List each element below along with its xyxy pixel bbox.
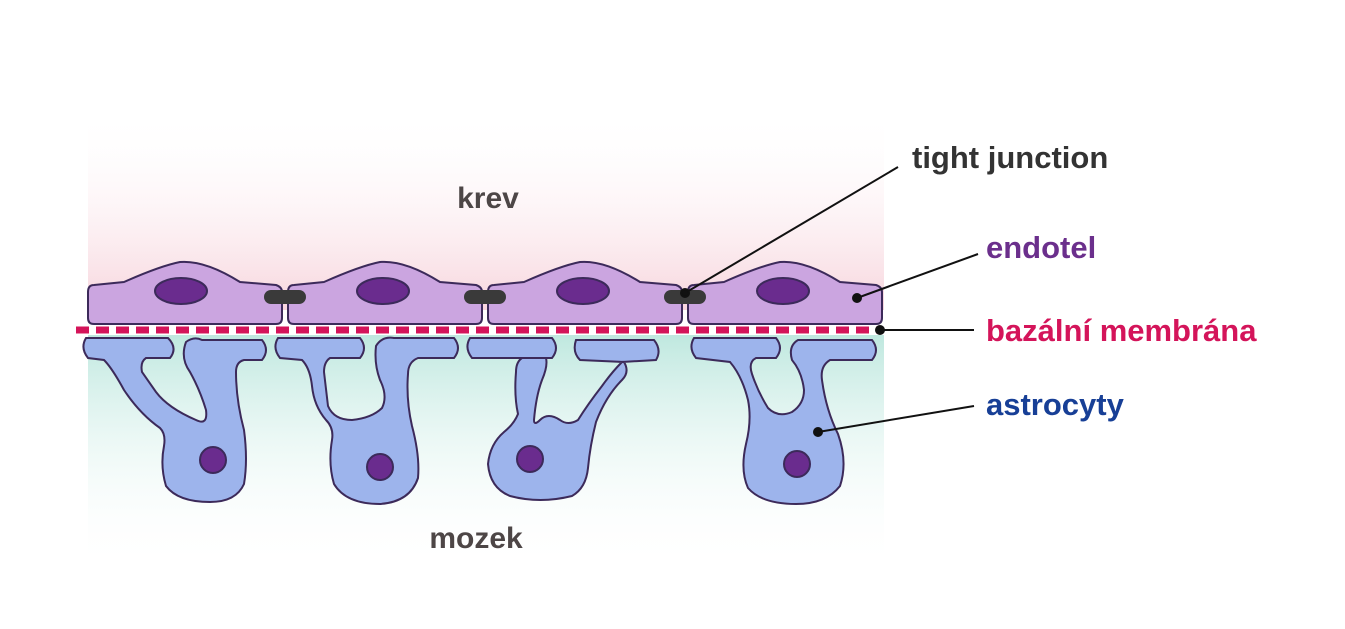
endothelial-nucleus bbox=[556, 277, 610, 305]
endotel-leader-dot bbox=[852, 293, 862, 303]
membrane-leader-dot bbox=[875, 325, 885, 335]
astrocyte-leader bbox=[817, 405, 975, 433]
tight-junction-leader-dot bbox=[680, 288, 690, 298]
endotel-label: endotel bbox=[986, 230, 1096, 265]
brain-label: mozek bbox=[429, 522, 523, 555]
endothelial-nucleus bbox=[154, 277, 208, 305]
endothelial-nucleus bbox=[756, 277, 810, 305]
astrocytes-label: astrocyty bbox=[986, 387, 1125, 422]
blood-label: krev bbox=[457, 182, 519, 215]
astrocyte-nucleus bbox=[199, 446, 227, 474]
tight-junction bbox=[264, 290, 306, 304]
astrocyte-nucleus bbox=[366, 453, 394, 481]
tight-junction bbox=[464, 290, 506, 304]
astrocyte-cell bbox=[690, 337, 877, 506]
endothelial-nucleus bbox=[356, 277, 410, 305]
astrocyte-nucleus bbox=[783, 450, 811, 478]
leader-lines bbox=[680, 166, 979, 437]
endotel-leader bbox=[856, 253, 979, 299]
basement-membrane-label: bazální membrána bbox=[986, 313, 1257, 348]
tight-junction-leader bbox=[684, 166, 899, 294]
astrocyte-cell bbox=[466, 337, 660, 501]
astrocyte-cell bbox=[274, 336, 459, 506]
astrocyte-nucleus bbox=[516, 445, 544, 473]
astrocyte-leader-dot bbox=[813, 427, 823, 437]
tight-junction-label: tight junction bbox=[912, 140, 1108, 175]
astrocyte-layer bbox=[82, 336, 877, 506]
